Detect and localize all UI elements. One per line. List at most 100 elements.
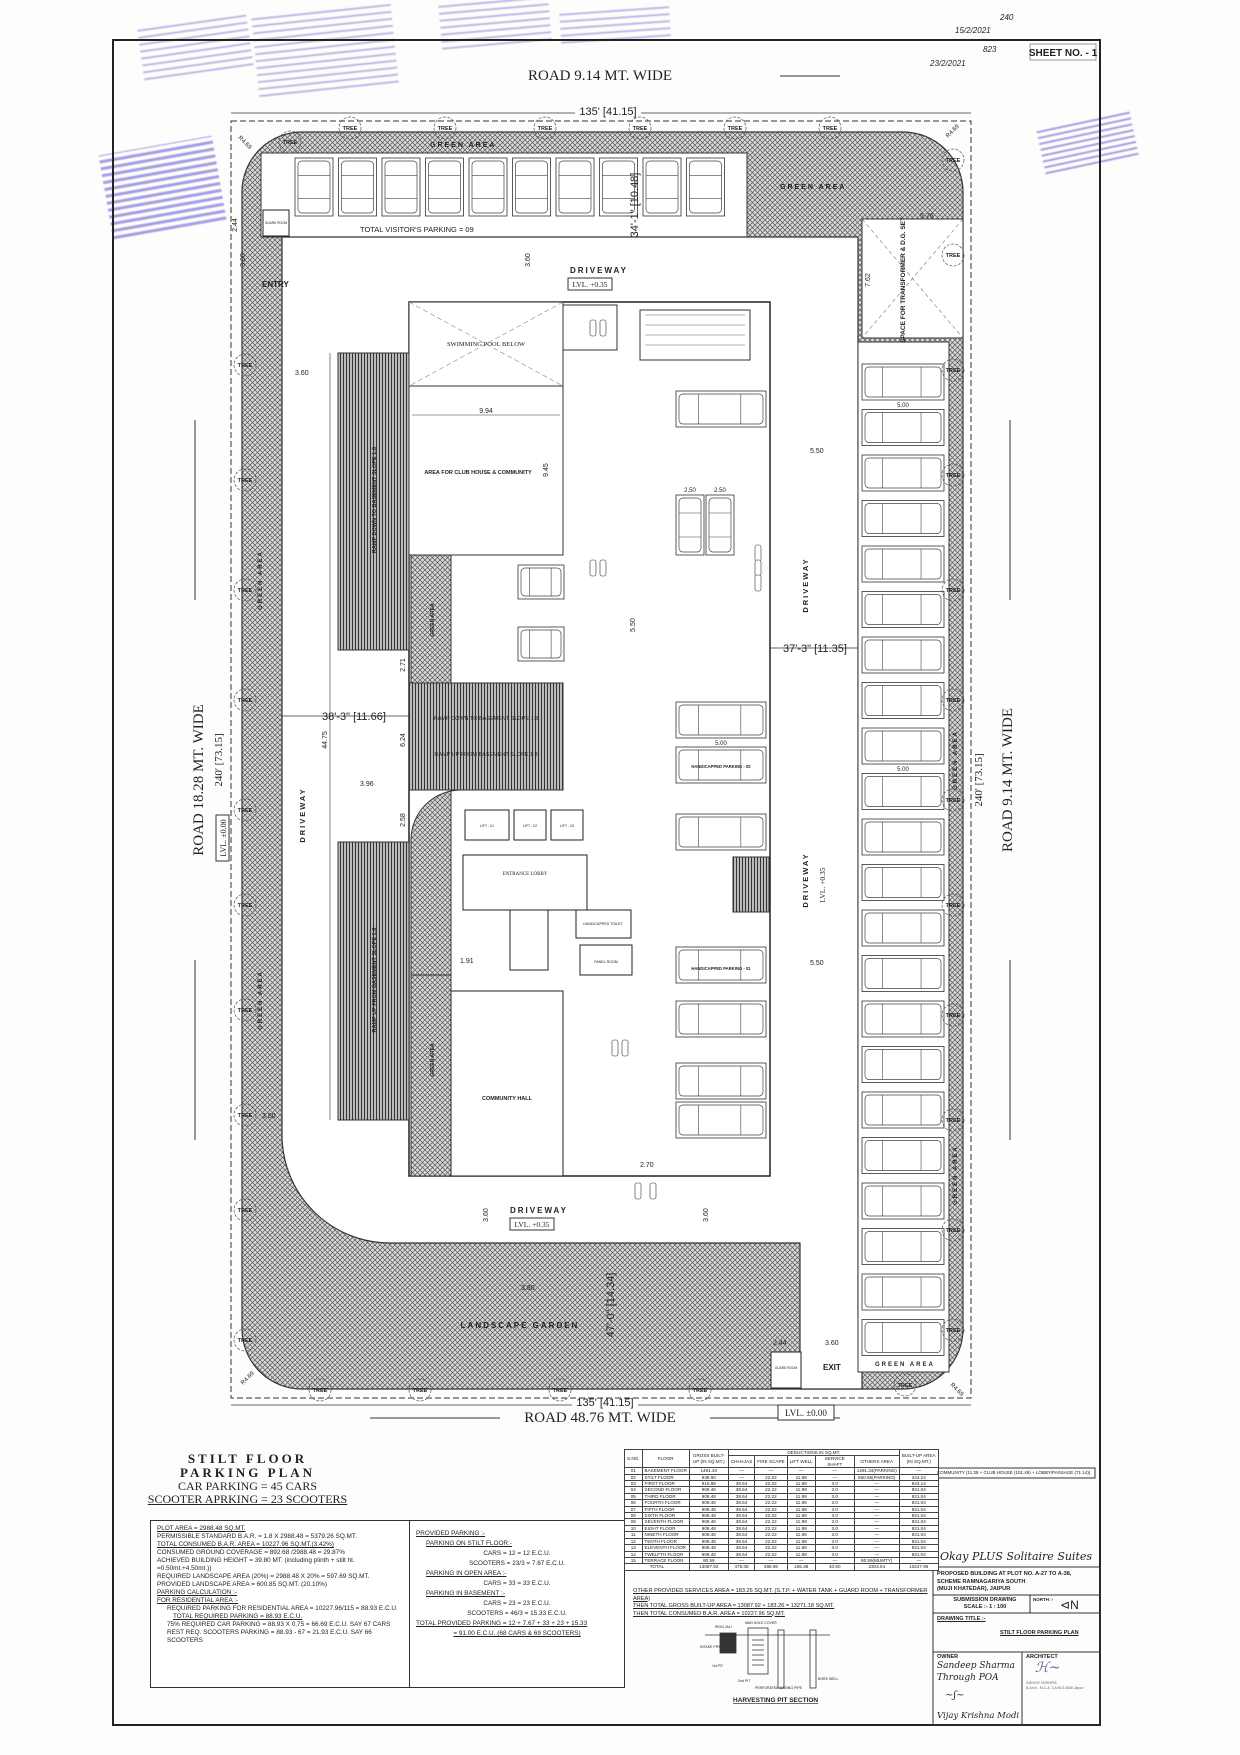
car-icon bbox=[708, 497, 732, 553]
green-area-label: GREEN AREA bbox=[258, 550, 264, 610]
note-line: TOTAL CONSUMED B.A.R. AREA = 10227.96 SQ… bbox=[157, 1541, 334, 1548]
table-cell: 831.04 bbox=[898, 1499, 939, 1507]
dimension-label: 5.00 bbox=[897, 403, 909, 409]
tree-icon bbox=[233, 998, 257, 1022]
car-icon bbox=[520, 629, 562, 659]
table-cell: 40.50 bbox=[814, 1563, 855, 1571]
guard-room-label: GUARD ROOM bbox=[265, 221, 288, 225]
table-cell: 38.64 bbox=[727, 1492, 756, 1501]
car-icon bbox=[678, 749, 764, 781]
visitor-parking-stall bbox=[425, 157, 464, 217]
driveway-label: DRIVEWAY bbox=[570, 266, 628, 275]
table-cell: 831.04 bbox=[898, 1524, 939, 1533]
table-cell: 831.04 bbox=[898, 1518, 939, 1526]
visitor-parking-stall bbox=[338, 157, 377, 217]
scooter-icon bbox=[754, 559, 762, 577]
tree-icon bbox=[233, 468, 257, 492]
dimension-label: 3.96 bbox=[360, 781, 374, 788]
tree-icon bbox=[941, 463, 965, 487]
table-cell: — bbox=[786, 1467, 816, 1475]
table-cell: EIGHT FLOOR bbox=[641, 1524, 690, 1533]
harvesting-label: INTAKE PIPE bbox=[700, 1645, 722, 1649]
area-notes: PLOT AREA = 2988.48 SQ.MT.PERMISSIBLE ST… bbox=[150, 1520, 410, 1688]
tree-icon bbox=[688, 1378, 712, 1402]
table-cell: BASEMENT FLOOR bbox=[641, 1467, 690, 1475]
handicapped-parking-label: HANDICAPPED PARKING - 01 bbox=[691, 966, 751, 971]
table-cell: 11.88 bbox=[786, 1512, 816, 1520]
stall-outline bbox=[861, 682, 945, 719]
table-cell: 288.86 bbox=[754, 1563, 788, 1571]
tree: TREE bbox=[723, 116, 747, 140]
scooter-icon bbox=[611, 1039, 619, 1057]
open-parking-stall bbox=[861, 591, 945, 628]
dimension-label: 3.60 bbox=[703, 1208, 710, 1222]
address-line: SCHEME RAMNAGARIYA SOUTH bbox=[937, 1578, 1026, 1585]
stall-outline bbox=[861, 1319, 945, 1356]
tree-label: TREE bbox=[238, 808, 253, 814]
table-cell: 831.04 bbox=[898, 1531, 939, 1539]
stall-outline bbox=[861, 363, 945, 401]
ramp-small bbox=[732, 856, 770, 913]
ramp-down-left bbox=[337, 352, 410, 651]
tree-icon bbox=[941, 1003, 965, 1027]
tree-icon bbox=[941, 243, 965, 267]
open-parking-stall bbox=[861, 1091, 945, 1129]
stall-outline bbox=[675, 494, 705, 556]
harvesting-pit-section bbox=[705, 1627, 830, 1689]
table-cell: 11.88 bbox=[786, 1492, 816, 1501]
open-parking-stall bbox=[861, 1000, 945, 1038]
car-icon bbox=[864, 503, 942, 534]
green-strip bbox=[410, 974, 452, 1177]
table-cell: 22.22 bbox=[754, 1505, 788, 1514]
scooter-parking-count: SCOOTER APRKING = 23 SCOOTERS bbox=[147, 1492, 348, 1506]
open-parking-stall bbox=[861, 818, 945, 856]
green-area-label: GREEN AREA bbox=[953, 730, 959, 790]
driveway-label: DRIVEWAY bbox=[298, 787, 307, 842]
tree: TREE bbox=[338, 116, 362, 140]
table-cell: 22.22 bbox=[754, 1550, 788, 1558]
dimension-label: 37'-3" [11.35] bbox=[783, 643, 847, 655]
handwritten-mark: 23/2/2021 bbox=[929, 59, 966, 68]
table-cell: 831.04 bbox=[898, 1486, 939, 1494]
stilt-parking-stall bbox=[675, 1101, 767, 1139]
table-cell: 831.04 bbox=[898, 1512, 939, 1520]
car-icon bbox=[864, 1003, 942, 1035]
tree: TREE bbox=[941, 1003, 965, 1027]
open-parking-stall bbox=[861, 1273, 945, 1311]
table-cell: 38.64 bbox=[727, 1499, 756, 1507]
table-cell: SEVENTH FLOOR bbox=[641, 1518, 690, 1526]
car-icon bbox=[678, 1003, 764, 1035]
car-icon bbox=[297, 160, 331, 214]
scooter-bay bbox=[562, 304, 618, 351]
dimension-label: 9.45 bbox=[543, 463, 550, 477]
table-header: S.NO. bbox=[624, 1448, 643, 1469]
table-cell: — bbox=[727, 1467, 756, 1475]
table-cell: SECOND FLOOR bbox=[641, 1486, 690, 1494]
note-line: TOTAL PROVIDED PARKING = 12 + 7.67 + 33 … bbox=[416, 1620, 588, 1627]
car-icon bbox=[678, 949, 764, 981]
stall-outline bbox=[861, 1228, 945, 1265]
car-icon bbox=[864, 1322, 942, 1353]
table-cell: 13087.92 bbox=[688, 1563, 729, 1571]
guard-room-entry bbox=[262, 209, 290, 237]
note-line: PARKING ON STILT FLOOR:- bbox=[426, 1540, 512, 1547]
note-line: PARKING CALCULATION :- bbox=[157, 1589, 238, 1596]
car-icon bbox=[864, 457, 942, 489]
tree: TREE bbox=[233, 688, 257, 712]
drawing-title-label: DRAWING TITLE :- bbox=[937, 1616, 986, 1622]
note-line: SCOOTERS = 23/3 = 7.67 E.C.U. bbox=[469, 1560, 565, 1567]
table-cell: 38.64 bbox=[727, 1479, 756, 1488]
dimension-label: 3.60 bbox=[295, 370, 309, 377]
guard-room-exit bbox=[770, 1351, 802, 1389]
stall-outline bbox=[642, 157, 682, 217]
green-area-label: GREEN AREA bbox=[430, 142, 496, 149]
stall-outline bbox=[861, 1000, 945, 1038]
tree-label: TREE bbox=[238, 478, 253, 484]
table-cell: TENTH FLOOR bbox=[641, 1537, 690, 1546]
tree-label: TREE bbox=[413, 1388, 428, 1394]
community-area-note: COMMUNITY (11.38 + CLUB HOUSE (101.49) +… bbox=[937, 1470, 1091, 1475]
stilt-parking-stall bbox=[517, 564, 565, 600]
